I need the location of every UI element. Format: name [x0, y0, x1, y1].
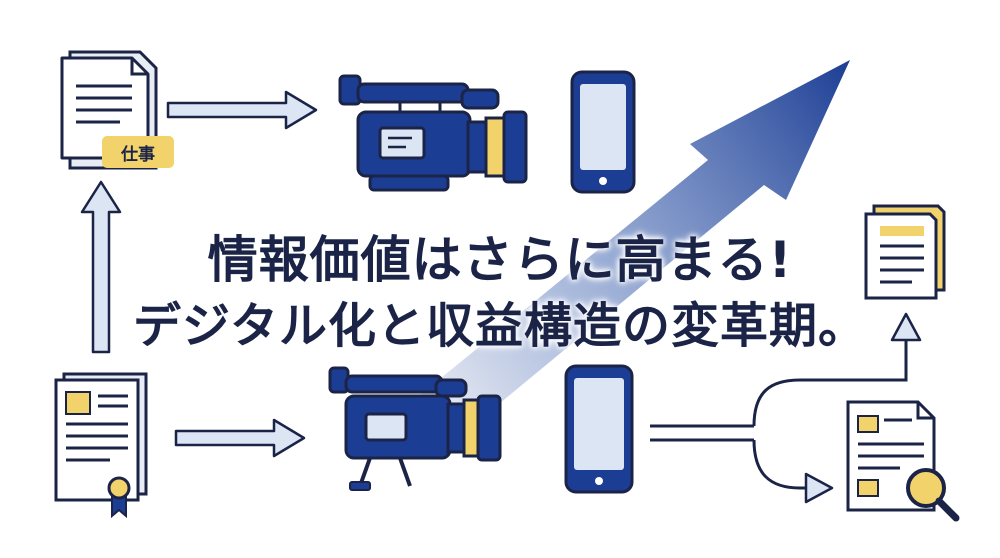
smartphone-icon — [570, 70, 636, 194]
magnifier-icon — [906, 468, 960, 522]
document-icon — [864, 204, 946, 300]
badge-icon — [102, 136, 174, 168]
certificate-icon — [54, 372, 148, 519]
video-camera-icon — [328, 366, 502, 491]
headline-line-1: 情報価値はさらに高まる! — [207, 231, 793, 289]
arrow-right-icon — [166, 90, 318, 130]
branch-arrow-icon — [650, 312, 922, 504]
document-icon — [846, 400, 936, 512]
arrow-right-icon — [174, 418, 306, 458]
video-camera-icon — [338, 74, 528, 192]
badge-label: 仕事 — [121, 144, 155, 165]
growth-arrow-icon — [392, 60, 850, 446]
smartphone-icon — [564, 364, 634, 494]
arrow-up-icon — [80, 180, 122, 354]
headline-line-2: デジタル化と収益構造の変革期。 — [132, 298, 868, 354]
